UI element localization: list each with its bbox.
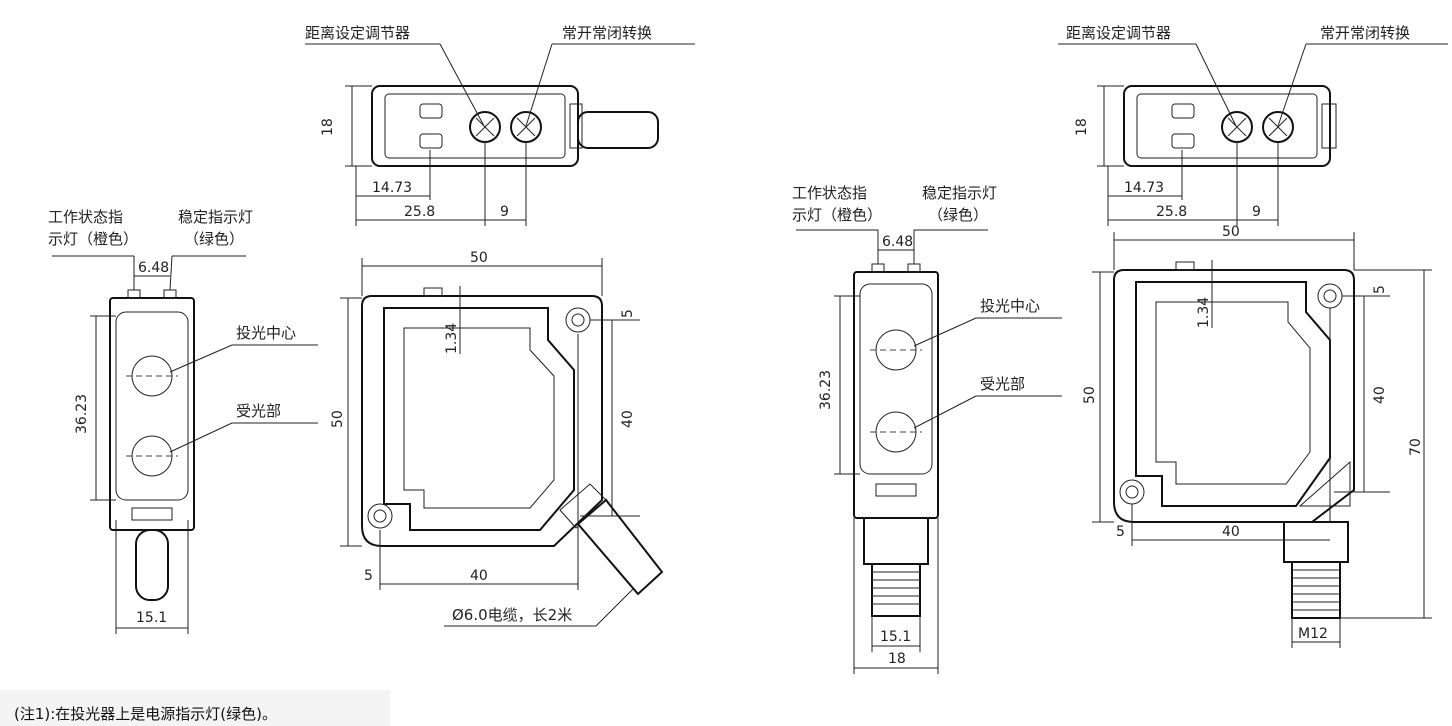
- left-side-view: [340, 258, 664, 627]
- right-side-connector-base: [1283, 521, 1349, 563]
- right-dim-9: 9: [1252, 204, 1261, 220]
- left-dim-18-top: 18: [320, 118, 336, 136]
- left-top-led-1: [419, 103, 443, 119]
- right-dim-25-8: 25.8: [1156, 204, 1187, 220]
- left-dim-5-right: 5: [620, 309, 636, 318]
- right-dim-50-width: 50: [1222, 224, 1240, 240]
- left-label-cable: Ø6.0电缆，长2米: [452, 606, 572, 624]
- left-label-stable-2: （绿色）: [184, 230, 244, 248]
- left-top-cable: [577, 111, 659, 149]
- left-top-body: [371, 85, 579, 167]
- right-side-body: [1113, 269, 1355, 523]
- left-front-view: [52, 255, 318, 634]
- right-label-no-nc-switch: 常开常闭转换: [1320, 24, 1410, 42]
- right-label-receiver: 受光部: [980, 375, 1025, 393]
- left-top-view: [305, 43, 695, 226]
- left-dim-40-right: 40: [620, 410, 636, 428]
- left-dim-36-23: 36.23: [74, 394, 90, 434]
- footnote-background: [0, 690, 390, 726]
- left-dim-40-bottom: 40: [470, 568, 488, 584]
- right-label-stable-1: 稳定指示灯: [922, 184, 997, 202]
- right-front-view: [796, 229, 1062, 674]
- right-dim-40-right: 40: [1372, 386, 1388, 404]
- right-label-status-1: 工作状态指: [792, 184, 867, 202]
- right-front-body: [853, 271, 939, 519]
- right-label-emitter-center: 投光中心: [980, 297, 1040, 315]
- right-dim-6-48: 6.48: [882, 234, 913, 250]
- left-side-body: [361, 295, 603, 547]
- right-dim-36-23: 36.23: [818, 370, 834, 410]
- right-top-view: [1058, 43, 1448, 226]
- right-dim-18-bottom: 18: [888, 651, 906, 667]
- right-dim-50-height: 50: [1082, 386, 1098, 404]
- right-label-connector: M12: [1298, 626, 1328, 642]
- right-side-connector-thread: [1291, 561, 1341, 619]
- left-dim-5-bottom: 5: [364, 568, 373, 584]
- left-front-cable: [135, 529, 169, 601]
- left-label-stable-1: 稳定指示灯: [178, 208, 253, 226]
- left-front-body: [109, 297, 195, 531]
- technical-drawing: 距离设定调节器 常开常闭转换 18 14.73 25.8 9 工作状态指 示灯（…: [48, 24, 1448, 674]
- right-dim-15-1: 15.1: [880, 629, 911, 645]
- left-label-emitter-center: 投光中心: [236, 324, 296, 342]
- left-label-no-nc-switch: 常开常闭转换: [562, 24, 652, 42]
- right-dim-1-34: 1.34: [1196, 297, 1212, 328]
- right-dim-5-right: 5: [1372, 285, 1388, 294]
- right-dim-70: 70: [1408, 438, 1424, 456]
- right-label-distance-adjuster: 距离设定调节器: [1066, 24, 1171, 42]
- right-dim-18-top: 18: [1074, 118, 1090, 136]
- left-dim-15-1: 15.1: [136, 610, 167, 626]
- left-label-distance-adjuster: 距离设定调节器: [305, 24, 410, 42]
- left-dim-1-34: 1.34: [444, 323, 460, 354]
- left-dim-50-height: 50: [330, 410, 346, 428]
- right-dim-40-bottom: 40: [1222, 524, 1240, 540]
- right-dim-5-bottom: 5: [1116, 524, 1125, 540]
- left-dim-6-48: 6.48: [138, 260, 169, 276]
- footnote: (注1):在投光器上是电源指示灯(绿色)。: [14, 705, 278, 723]
- right-front-connector-thread: [871, 563, 921, 617]
- right-label-stable-2: （绿色）: [928, 206, 988, 224]
- left-label-receiver: 受光部: [236, 402, 281, 420]
- left-dim-14-73: 14.73: [372, 180, 412, 196]
- left-top-inner: [384, 93, 566, 159]
- right-side-view: [1092, 232, 1432, 648]
- left-label-status-1: 工作状态指: [48, 208, 123, 226]
- right-front-connector-base: [863, 517, 929, 565]
- right-label-status-2: 示灯（橙色）: [792, 206, 882, 224]
- right-top-body: [1123, 85, 1331, 167]
- left-dim-50-width: 50: [470, 250, 488, 266]
- left-label-status-2: 示灯（橙色）: [48, 230, 138, 248]
- right-dim-14-73: 14.73: [1124, 180, 1164, 196]
- left-dim-25-8: 25.8: [404, 204, 435, 220]
- left-top-led-2: [419, 133, 443, 149]
- left-side-cable: [576, 498, 664, 596]
- left-dim-9: 9: [500, 204, 509, 220]
